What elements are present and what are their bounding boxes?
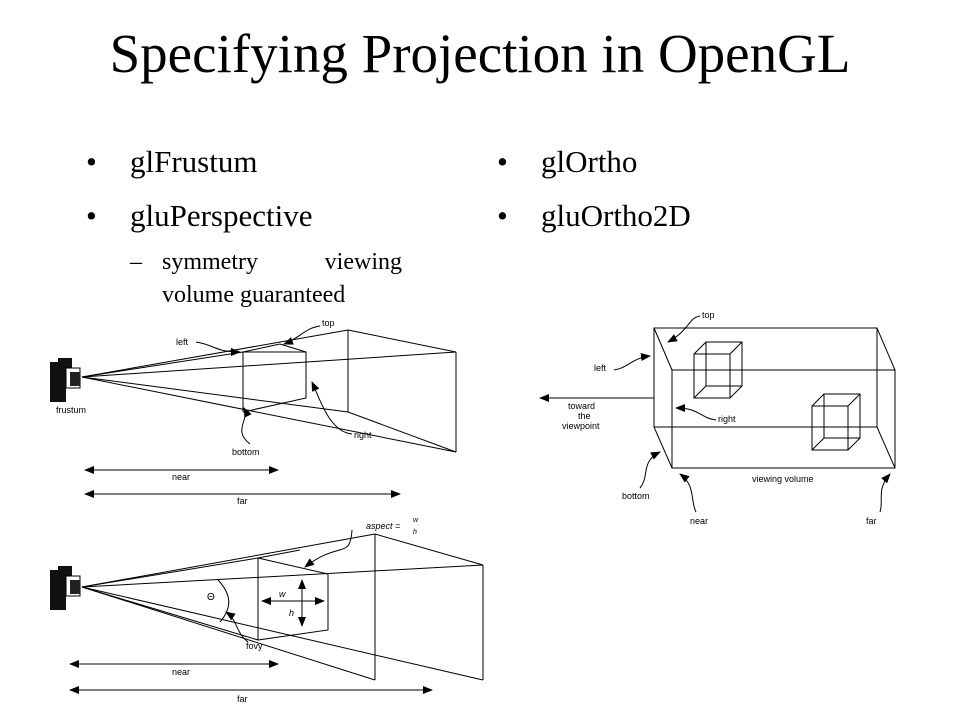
bullet-text: gluPerspective <box>130 198 313 233</box>
camera-icon <box>50 566 81 610</box>
label-right: right <box>718 414 736 424</box>
near-pointer <box>679 473 697 513</box>
near-plane-edge <box>242 343 281 353</box>
near-plane <box>242 351 307 413</box>
near-rect-edge <box>257 549 301 559</box>
label-near: near <box>172 472 190 482</box>
left-pointer <box>613 353 651 371</box>
aspect-pointer <box>304 529 353 568</box>
label-top: top <box>702 310 715 320</box>
frustum-edge <box>81 376 457 453</box>
label-toward-2: the <box>578 411 591 421</box>
perspective-edge <box>81 586 376 681</box>
label-w: w <box>279 589 286 599</box>
ortho-label-group: top left toward the viewpoint right view… <box>562 310 877 526</box>
bullet-text: glFrustum <box>130 144 258 179</box>
far-rect-edge <box>374 533 484 566</box>
perspective-diagram <box>50 529 484 694</box>
right-pointer <box>675 404 717 421</box>
label-fovy: fovy <box>246 641 263 651</box>
perspective-label-group: aspect = w h Θ w h fovy near far <box>172 517 419 704</box>
bullet-glortho: • glOrtho <box>497 144 691 198</box>
sub-bullet-dash: – <box>130 249 142 275</box>
perspective-edge <box>81 533 376 588</box>
top-pointer <box>283 325 321 345</box>
label-h: h <box>289 608 294 618</box>
bullet-text: gluOrtho2D <box>541 198 691 233</box>
label-left: left <box>176 337 189 347</box>
label-toward-3: viewpoint <box>562 421 600 431</box>
label-far: far <box>237 694 248 704</box>
label-aspect-h: h <box>413 529 417 536</box>
far-pointer <box>879 473 891 513</box>
cube-near <box>693 341 743 399</box>
bullet-dot: • <box>497 144 508 179</box>
fovy-pointer <box>225 611 249 643</box>
cube-far <box>811 393 861 451</box>
volume-edge <box>653 327 673 371</box>
page-title: Specifying Projection in OpenGL <box>109 23 851 84</box>
sub-bullet-text: symmetry viewing volume guaranteed <box>162 249 402 308</box>
frustum-edge <box>81 329 349 378</box>
label-top: top <box>322 318 335 328</box>
label-bottom: bottom <box>232 447 260 457</box>
right-pointer <box>311 381 353 435</box>
label-viewing-volume: viewing volume <box>752 474 814 484</box>
label-left: left <box>594 363 607 373</box>
far-plane-edge <box>347 329 457 353</box>
bullet-dot: • <box>86 144 97 179</box>
label-theta: Θ <box>207 592 215 603</box>
far-plane-edge <box>347 411 457 453</box>
label-frustum: frustum <box>56 405 86 415</box>
bullet-dot: • <box>86 198 97 233</box>
perspective-edge <box>81 586 259 641</box>
top-pointer <box>667 315 701 343</box>
near-rect <box>257 557 329 641</box>
ortho-diagram <box>539 315 896 513</box>
bullet-dot: • <box>497 198 508 233</box>
left-bullet-list: • glFrustum • gluPerspective <box>86 144 313 252</box>
label-far: far <box>866 516 877 526</box>
fovy-arc <box>217 579 230 623</box>
left-pointer <box>195 341 241 356</box>
bullet-text: glOrtho <box>541 144 638 179</box>
perspective-edge <box>81 557 259 588</box>
bottom-pointer <box>241 407 252 445</box>
bottom-pointer <box>639 451 661 489</box>
frustum-edge <box>81 351 244 378</box>
frustum-diagram <box>50 325 457 498</box>
camera-icon <box>50 358 81 402</box>
viewing-volume-outline <box>653 327 896 469</box>
bullet-gluperspective: • gluPerspective <box>86 198 313 252</box>
perspective-edge <box>81 564 484 588</box>
perspective-edge <box>81 586 484 681</box>
label-toward-1: toward <box>568 401 595 411</box>
near-plane-edge <box>279 343 307 353</box>
frustum-edge <box>81 376 349 413</box>
bullet-gluortho2d: • gluOrtho2D <box>497 198 691 252</box>
label-bottom: bottom <box>622 491 650 501</box>
right-bullet-list: • glOrtho • gluOrtho2D <box>497 144 691 252</box>
label-aspect: aspect = <box>366 521 400 531</box>
frustum-edge <box>81 351 457 378</box>
bullet-glfrustum: • glFrustum <box>86 144 313 198</box>
label-aspect-w: w <box>413 517 419 524</box>
label-far: far <box>237 496 248 506</box>
label-near: near <box>690 516 708 526</box>
frustum-label-group: left top frustum bottom right near far <box>56 318 372 506</box>
label-near: near <box>172 667 190 677</box>
label-right: right <box>354 430 372 440</box>
volume-hidden-edge <box>876 426 896 469</box>
